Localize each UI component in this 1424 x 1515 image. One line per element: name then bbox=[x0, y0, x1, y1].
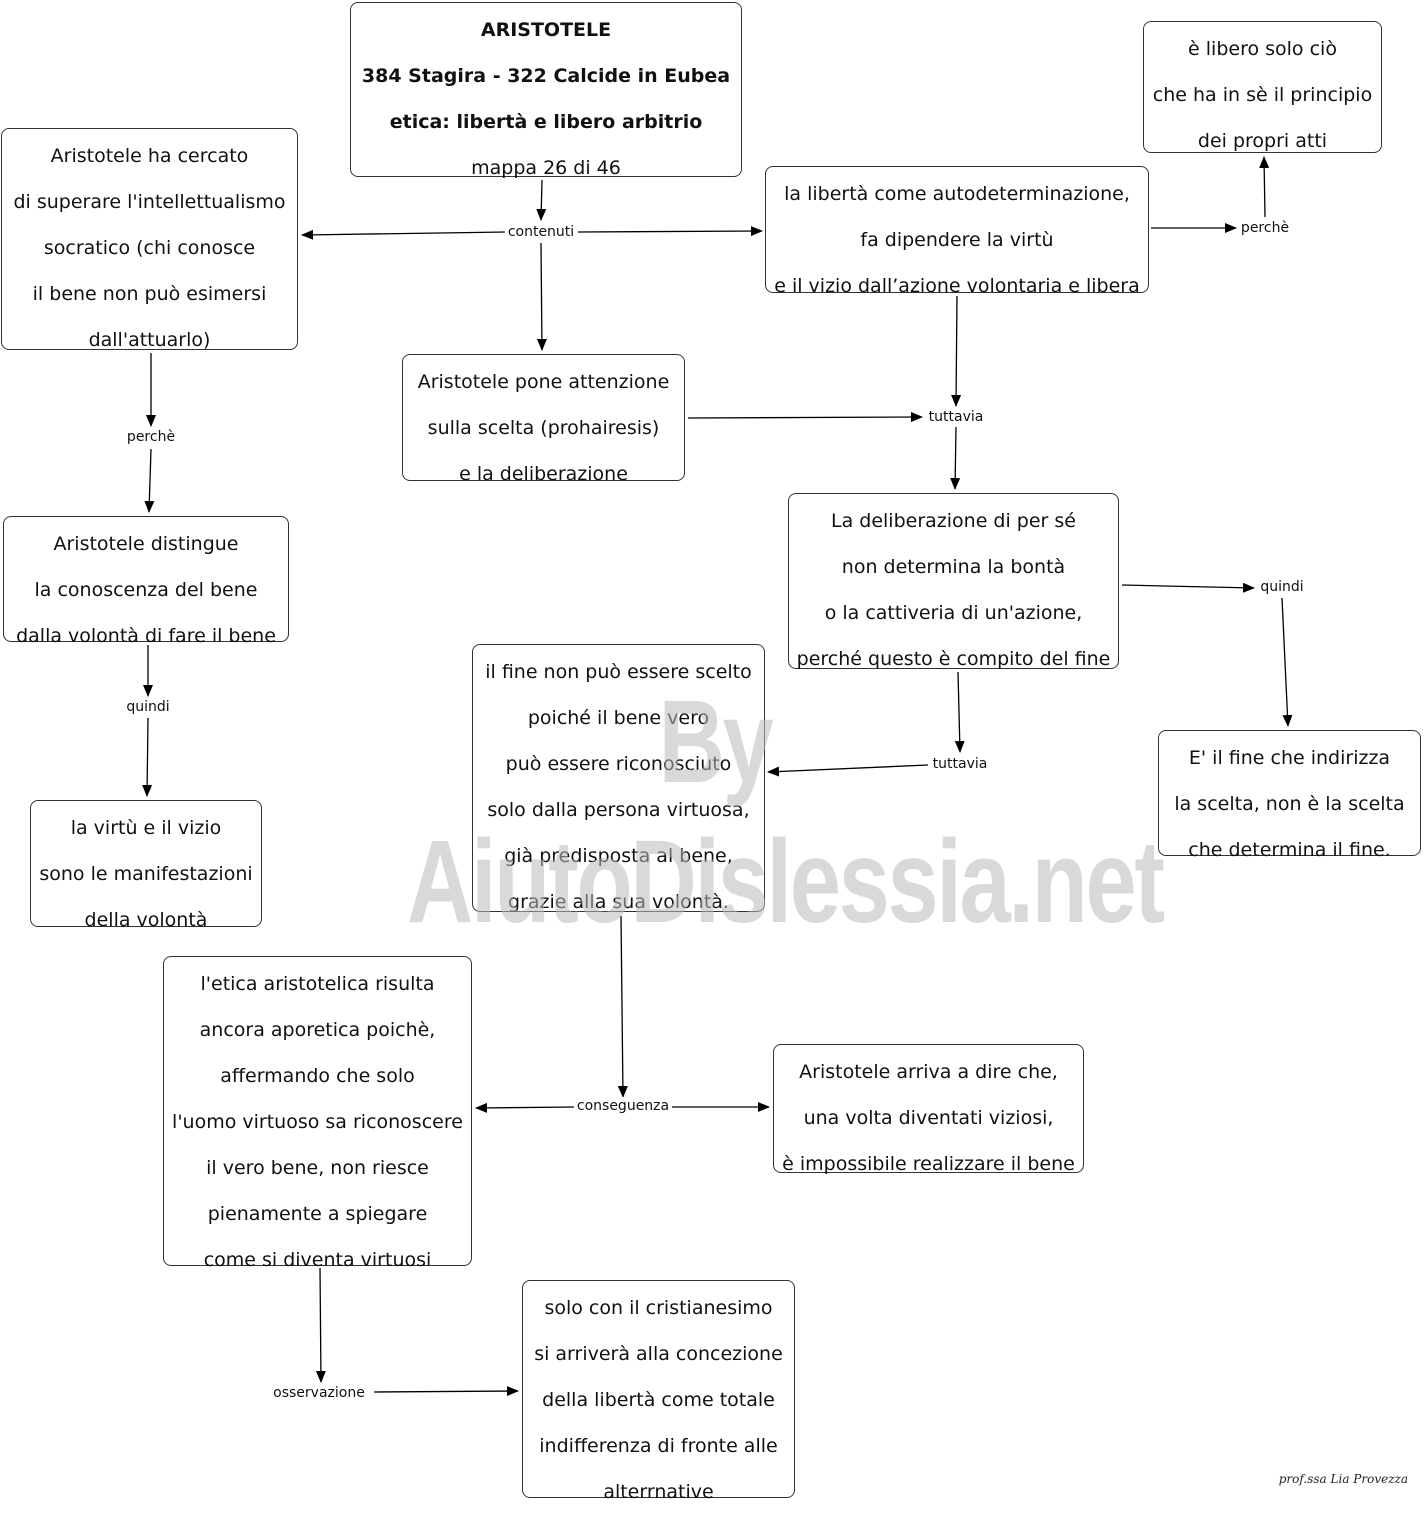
connector-quindi-left: quindi bbox=[123, 698, 173, 716]
node-line: perché questo è compito del fine bbox=[796, 648, 1111, 670]
node-line: che determina il fine. bbox=[1188, 839, 1391, 861]
connector-perche-left: perchè bbox=[123, 428, 179, 446]
connector-quindi-right: quindi bbox=[1257, 578, 1307, 596]
connector-conseguenza: conseguenza bbox=[573, 1097, 673, 1115]
title-node: ARISTOTELE 384 Stagira - 322 Calcide in … bbox=[350, 2, 742, 179]
node-line: solo dalla persona virtuosa, bbox=[487, 799, 750, 821]
node-line: una volta diventati viziosi, bbox=[803, 1107, 1054, 1129]
node-deliberazione: La deliberazione di per sé non determina… bbox=[788, 493, 1119, 670]
node-line: già predisposta al bene, bbox=[504, 845, 733, 867]
node-line: può essere riconosciuto bbox=[505, 753, 732, 775]
node-line: ancora aporetica poichè, bbox=[199, 1019, 436, 1041]
node-line: come si diventa virtuosi bbox=[203, 1249, 432, 1271]
node-line: è impossibile realizzare il bene bbox=[782, 1153, 1075, 1175]
node-virtu-vizio: la virtù e il vizio sono le manifestazio… bbox=[30, 800, 262, 931]
node-line: di superare l'intellettualismo bbox=[13, 191, 286, 213]
connector-contenuti: contenuti bbox=[504, 223, 578, 241]
node-line: pienamente a spiegare bbox=[207, 1203, 428, 1225]
node-line: Aristotele arriva a dire che, bbox=[799, 1061, 1058, 1083]
node-autodeterminazione: la libertà come autodeterminazione, fa d… bbox=[765, 166, 1149, 297]
node-line: La deliberazione di per sé bbox=[831, 510, 1076, 532]
node-line: la scelta, non è la scelta bbox=[1174, 793, 1405, 815]
node-line: dei propri atti bbox=[1197, 130, 1328, 152]
node-distingue: Aristotele distingue la conoscenza del b… bbox=[3, 516, 289, 647]
node-line: l'uomo virtuoso sa riconoscere bbox=[172, 1111, 463, 1133]
title-dates: 384 Stagira - 322 Calcide in Eubea bbox=[361, 65, 731, 87]
node-line: l'etica aristotelica risulta bbox=[200, 973, 435, 995]
node-line: fa dipendere la virtù bbox=[860, 229, 1054, 251]
node-line: grazie alla sua volontà. bbox=[508, 891, 729, 913]
node-line: la conoscenza del bene bbox=[34, 579, 258, 601]
node-line: e la deliberazione bbox=[459, 463, 628, 485]
node-line: socratico (chi conosce bbox=[43, 237, 256, 259]
node-line: la libertà come autodeterminazione, bbox=[784, 183, 1130, 205]
node-line: o la cattiveria di un'azione, bbox=[824, 602, 1083, 624]
node-line: dall'attuarlo) bbox=[88, 329, 211, 351]
title-name: ARISTOTELE bbox=[480, 19, 612, 41]
node-scelta: Aristotele pone attenzione sulla scelta … bbox=[402, 354, 685, 485]
connector-perche-top: perchè bbox=[1237, 219, 1293, 237]
node-line: della libertà come totale bbox=[542, 1389, 775, 1411]
node-line: il bene non può esimersi bbox=[32, 283, 267, 305]
node-line: sono le manifestazioni bbox=[39, 863, 253, 885]
node-cristianesimo: solo con il cristianesimo si arriverà al… bbox=[522, 1280, 795, 1503]
node-line: solo con il cristianesimo bbox=[544, 1297, 773, 1319]
connector-osservazione: osservazione bbox=[270, 1384, 368, 1402]
node-line: della volontà bbox=[84, 909, 208, 931]
node-line: il fine non può essere scelto bbox=[485, 661, 752, 683]
node-line: affermando che solo bbox=[220, 1065, 415, 1087]
node-line: indifferenza di fronte alle bbox=[539, 1435, 778, 1457]
node-line: è libero solo ciò bbox=[1188, 38, 1337, 60]
node-line: dalla volontà di fare il bene bbox=[16, 625, 276, 647]
node-aporetica: l'etica aristotelica risulta ancora apor… bbox=[163, 956, 472, 1271]
node-fine-non-scelto: il fine non può essere scelto poiché il … bbox=[472, 644, 765, 913]
node-line: E' il fine che indirizza bbox=[1188, 747, 1391, 769]
node-line: la virtù e il vizio bbox=[70, 817, 222, 839]
node-viziosi: Aristotele arriva a dire che, una volta … bbox=[773, 1044, 1084, 1175]
node-line: poiché il bene vero bbox=[527, 707, 710, 729]
node-line: alterrnative bbox=[603, 1481, 714, 1503]
node-line: Aristotele pone attenzione bbox=[417, 371, 670, 393]
node-line: Aristotele distingue bbox=[53, 533, 239, 555]
node-line: che ha in sè il principio bbox=[1152, 84, 1373, 106]
node-line: e il vizio dall’azione volontaria e libe… bbox=[774, 275, 1140, 297]
connector-tuttavia-1: tuttavia bbox=[925, 408, 987, 426]
title-subject: etica: libertà e libero arbitrio bbox=[389, 111, 703, 133]
node-intellettualismo: Aristotele ha cercato di superare l'inte… bbox=[1, 128, 298, 351]
title-map-number: mappa 26 di 46 bbox=[471, 157, 621, 179]
node-line: il vero bene, non riesce bbox=[206, 1157, 429, 1179]
node-fine-indirizza: E' il fine che indirizza la scelta, non … bbox=[1158, 730, 1421, 861]
node-line: Aristotele ha cercato bbox=[50, 145, 249, 167]
node-line: sulla scelta (prohairesis) bbox=[427, 417, 660, 439]
connector-tuttavia-2: tuttavia bbox=[929, 755, 991, 773]
node-line: non determina la bontà bbox=[841, 556, 1066, 578]
node-line: si arriverà alla concezione bbox=[534, 1343, 783, 1365]
author-signature: prof.ssa Lia Provezza bbox=[1278, 1472, 1408, 1486]
node-libero-solo: è libero solo ciò che ha in sè il princi… bbox=[1143, 21, 1382, 153]
